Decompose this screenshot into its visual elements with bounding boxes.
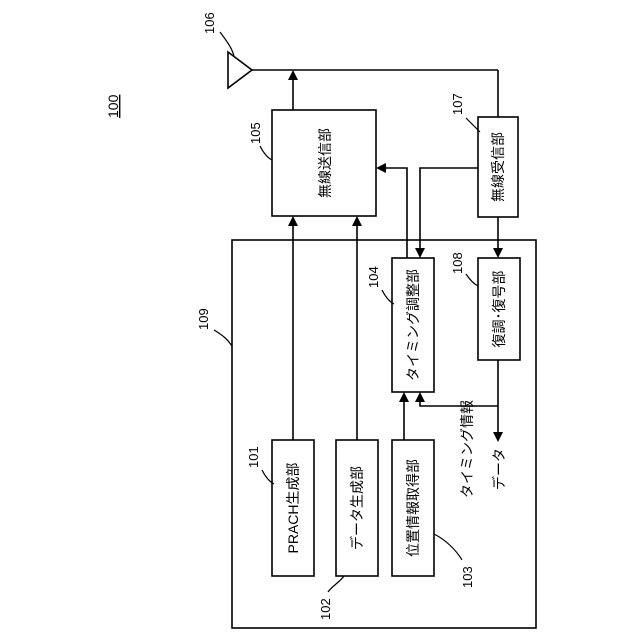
timing-adjust-ref: 104 [366, 266, 381, 288]
antenna-ref-leader [220, 32, 234, 56]
position-info-label: 位置情報取得部 [405, 459, 421, 557]
radio-transmitter-ref: 105 [248, 122, 263, 144]
demod-decode-ref: 108 [450, 252, 465, 274]
controller-ref: 109 [196, 308, 211, 330]
prach-generator-label: PRACH生成部 [285, 462, 301, 553]
radio-receiver-ref: 107 [450, 93, 465, 115]
antenna-ref: 106 [202, 12, 217, 34]
controller-ref-leader [214, 330, 232, 346]
data-output-label: データ [491, 448, 507, 490]
radio-transmitter-label: 無線送信部 [317, 128, 333, 198]
device-ref: 100 [105, 94, 121, 118]
timing-info-label: タイミング情報 [459, 400, 475, 498]
prach-generator-ref: 101 [246, 446, 261, 468]
demod-decode-label: 復調･復号部 [491, 271, 507, 348]
data-generator-ref: 102 [318, 598, 333, 620]
position-info-ref: 103 [460, 566, 475, 588]
timing-adjust-label: タイミング調整部 [405, 269, 421, 381]
radio-receiver-label: 無線受信部 [490, 132, 506, 202]
data-generator-label: データ生成部 [349, 466, 365, 550]
radio-transmitter-ref-leader [260, 146, 272, 160]
